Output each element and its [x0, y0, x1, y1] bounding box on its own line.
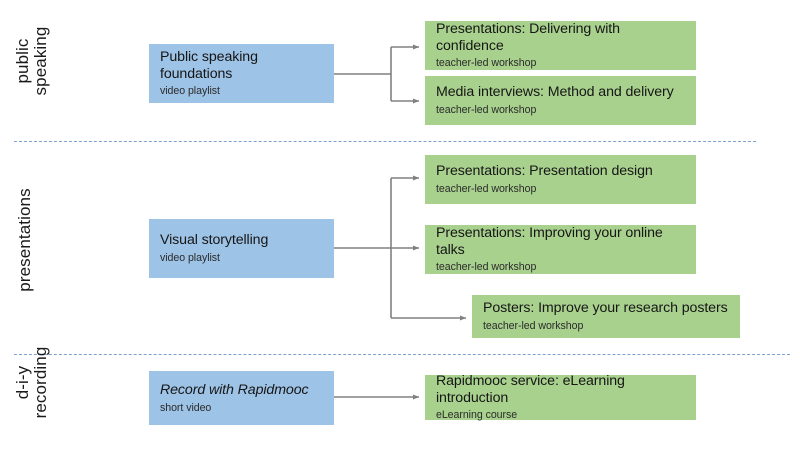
node-title: Public speaking foundations	[160, 48, 258, 82]
section-label-line: speaking	[31, 26, 51, 96]
section-label-line: recording	[31, 346, 51, 419]
target-node-improving-online-talks[interactable]: Presentations: Improving your online tal…	[425, 225, 696, 274]
node-subtitle: short video	[160, 401, 212, 414]
section-label-diy-recording: d-i-y recording	[13, 325, 51, 440]
source-node-record-with-rapidmooc[interactable]: Record with Rapidmooc short video	[149, 371, 334, 425]
section-divider-1	[14, 141, 756, 142]
node-subtitle: teacher-led workshop	[436, 104, 537, 117]
node-subtitle: eLearning course	[436, 409, 518, 422]
node-title: Record with Rapidmooc	[160, 381, 309, 398]
node-subtitle: teacher-led workshop	[436, 57, 537, 70]
target-node-rapidmooc-elearning-introduction[interactable]: Rapidmooc service: eLearning introductio…	[425, 372, 696, 422]
section-label-line: presentations	[15, 188, 34, 292]
node-title: Presentations: Improving your online tal…	[436, 224, 663, 258]
connector-public-speaking	[334, 44, 420, 104]
section-label-line: d-i-y	[13, 365, 32, 400]
section-label-public-speaking: public speaking	[13, 6, 51, 116]
node-title: Posters: Improve your research posters	[483, 300, 728, 317]
node-subtitle: video playlist	[160, 85, 220, 98]
node-title: Visual storytelling	[160, 232, 269, 249]
section-divider-2	[14, 354, 790, 355]
node-subtitle: teacher-led workshop	[483, 320, 584, 333]
target-node-media-interviews[interactable]: Media interviews: Method and delivery te…	[425, 76, 696, 125]
node-subtitle: teacher-led workshop	[436, 261, 537, 274]
node-title: Presentations: Delivering with confidenc…	[436, 20, 620, 54]
source-node-visual-storytelling[interactable]: Visual storytelling video playlist	[149, 219, 334, 278]
section-label-line: public	[13, 38, 32, 84]
node-title: Presentations: Presentation design	[436, 163, 653, 180]
section-label-presentations: presentations	[15, 155, 34, 325]
node-title: Rapidmooc service: eLearning introductio…	[436, 372, 625, 406]
target-node-research-posters[interactable]: Posters: Improve your research posters t…	[472, 295, 740, 338]
source-node-public-speaking-foundations[interactable]: Public speaking foundations video playli…	[149, 44, 334, 103]
target-node-presentation-design[interactable]: Presentations: Presentation design teach…	[425, 155, 696, 204]
node-subtitle: video playlist	[160, 252, 220, 265]
target-node-delivering-with-confidence[interactable]: Presentations: Delivering with confidenc…	[425, 21, 696, 70]
node-title: Media interviews: Method and delivery	[436, 84, 674, 101]
node-subtitle: teacher-led workshop	[436, 183, 537, 196]
